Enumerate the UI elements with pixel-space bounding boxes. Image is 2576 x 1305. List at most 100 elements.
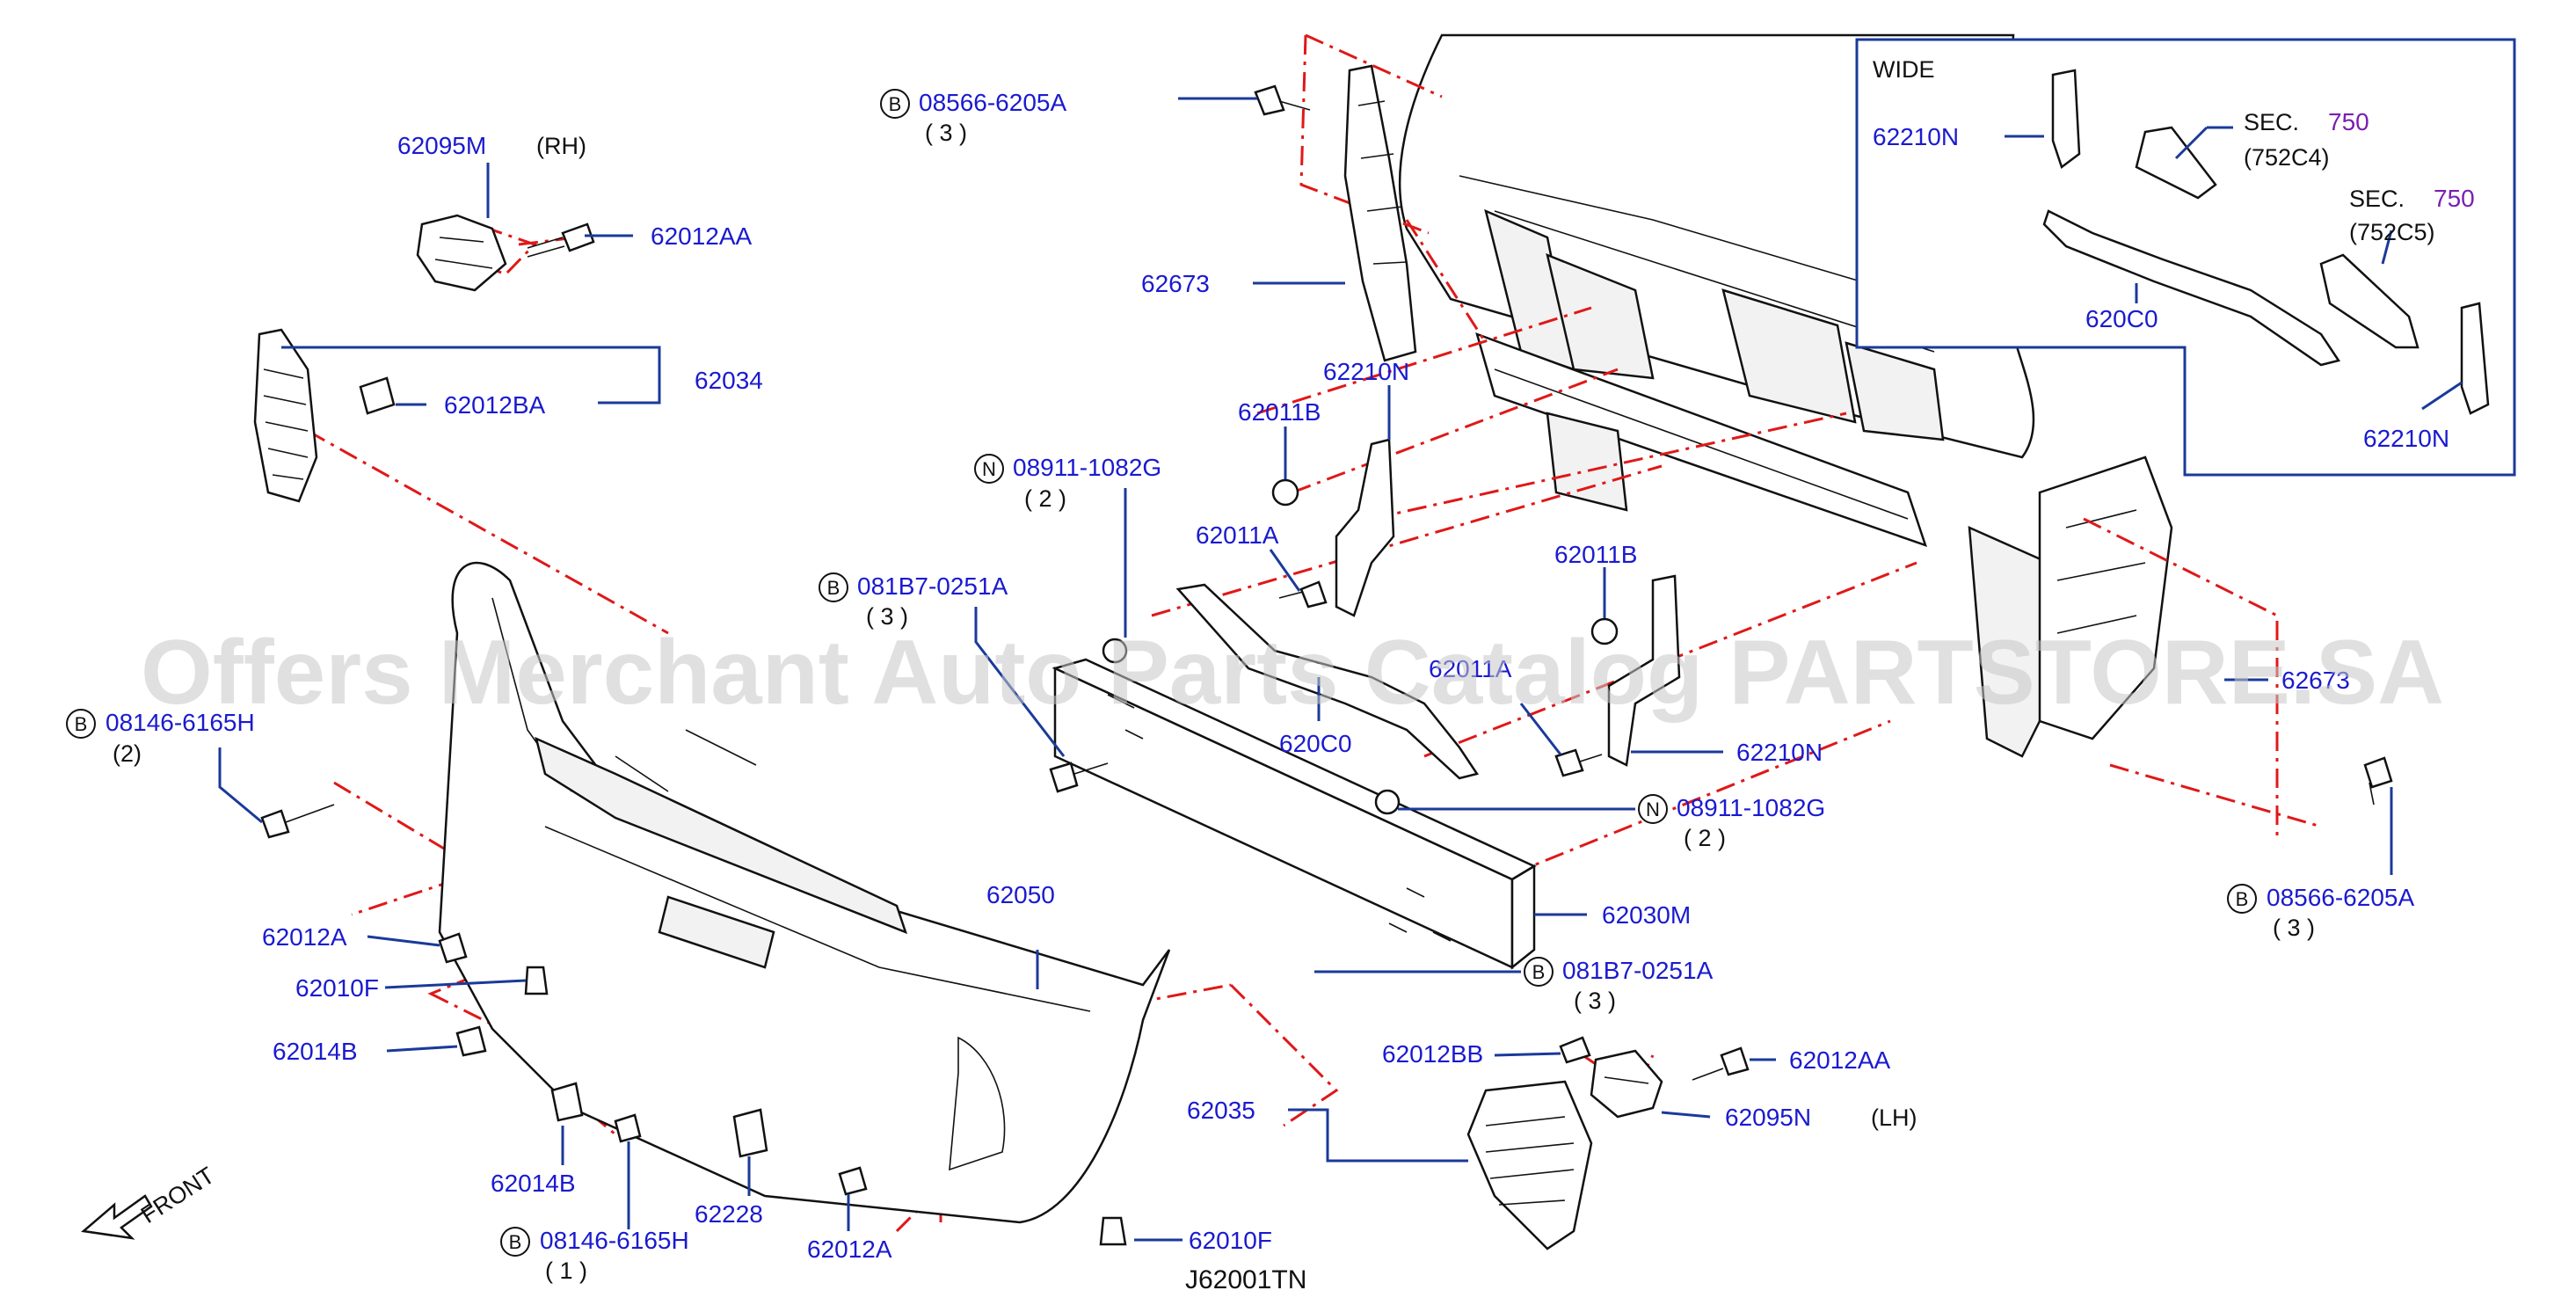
label-62010F-left: 62010F xyxy=(295,974,379,1002)
bolt-62011A-left xyxy=(1278,580,1328,609)
leader-lines xyxy=(218,97,2393,1242)
label-08146-top: 08146-6165H xyxy=(106,709,255,736)
nut-62011B-right xyxy=(1590,617,1619,645)
label-081B7-bot: 081B7-0251A xyxy=(1562,957,1714,984)
bracket-62210N-mid xyxy=(1335,438,1395,617)
callout-b-081B7-bot: B xyxy=(1532,961,1546,983)
label-62012A-bot: 62012A xyxy=(807,1236,892,1263)
inset-sec1-prefix: SEC. xyxy=(2244,109,2299,135)
label-62050: 62050 xyxy=(986,881,1055,908)
bolt-62011A-right xyxy=(1554,748,1603,777)
bolt-62012AA-bot xyxy=(1692,1046,1750,1081)
label-62012AA-bot: 62012AA xyxy=(1789,1046,1891,1074)
label-08566-top-qty: ( 3 ) xyxy=(925,120,967,146)
bolt-62012AA-top xyxy=(527,222,595,258)
part-labels: 62095M (RH) 62012AA 62034 62012BA 08566-… xyxy=(106,89,2414,1284)
label-62011A-left: 62011A xyxy=(1196,521,1279,549)
label-08566-top: 08566-6205A xyxy=(919,89,1066,116)
label-08911-top-qty: ( 2 ) xyxy=(1024,485,1066,512)
label-62010F-bot: 62010F xyxy=(1189,1227,1272,1254)
grille-62035 xyxy=(1466,1080,1593,1250)
label-081B7-top-qty: ( 3 ) xyxy=(866,603,908,630)
label-08911-bot-qty: ( 2 ) xyxy=(1684,825,1726,851)
callout-b-081B7-top: B xyxy=(827,577,840,599)
bracket-62210N-right xyxy=(1607,574,1681,767)
label-081B7-top: 081B7-0251A xyxy=(857,572,1008,600)
label-62011B-right: 62011B xyxy=(1554,541,1637,568)
bracket-62095N xyxy=(1590,1049,1663,1119)
clip-62010F-bot xyxy=(1099,1216,1127,1246)
label-081B7-bot-qty: ( 3 ) xyxy=(1574,988,1616,1014)
bumper-fascia-62050 xyxy=(438,561,1171,1224)
bolt-62012A-bot xyxy=(838,1166,868,1196)
inset-part-b: 620C0 xyxy=(2085,305,2158,332)
bracket-620C0 xyxy=(1175,583,1480,780)
label-62034: 62034 xyxy=(695,367,763,394)
label-620C0-mid: 620C0 xyxy=(1279,730,1352,757)
nut-08911-top xyxy=(1102,638,1128,664)
front-arrow-icon xyxy=(81,1194,153,1240)
label-62011A-right: 62011A xyxy=(1429,655,1512,682)
bolt-62012A-left xyxy=(438,932,468,964)
bolt-08566-bot xyxy=(2363,756,2393,806)
label-62673: 62673 xyxy=(1141,270,1210,297)
label-62095M: 62095M xyxy=(397,132,486,159)
diagram-code: J62001TN xyxy=(1185,1265,1306,1294)
part-62034 xyxy=(253,328,318,503)
clip-62010F-left xyxy=(524,966,549,995)
callout-b-08566-bot: B xyxy=(2236,888,2249,910)
bolt-08146-bot xyxy=(614,1113,642,1143)
nut-08911-bot xyxy=(1374,789,1401,815)
inset-sec2-num: 750 xyxy=(2434,185,2475,212)
inset-part-c: 62210N xyxy=(2363,425,2449,452)
bolt-08566-top xyxy=(1254,84,1311,116)
inset-sec2-code: (752C5) xyxy=(2349,219,2435,245)
inset-title: WIDE xyxy=(1873,56,1935,83)
label-62012BA: 62012BA xyxy=(444,391,546,419)
label-08566-bot: 08566-6205A xyxy=(2267,884,2414,911)
part-62095M xyxy=(416,214,507,292)
inset-sec1-num: 750 xyxy=(2328,108,2369,135)
label-62228: 62228 xyxy=(695,1200,763,1228)
label-08146-bot-qty: ( 1 ) xyxy=(545,1258,587,1284)
front-direction: FRONT xyxy=(81,1162,219,1240)
label-08566-bot-qty: ( 3 ) xyxy=(2273,915,2315,941)
label-62012A-left: 62012A xyxy=(262,923,347,951)
clip-62012BA xyxy=(359,376,396,415)
front-label: FRONT xyxy=(136,1162,219,1228)
label-62012AA-top: 62012AA xyxy=(651,222,753,250)
callout-n-08911-bot: N xyxy=(1646,798,1660,820)
reinforcement-62030M xyxy=(1052,658,1537,970)
label-62014B-top: 62014B xyxy=(273,1038,358,1065)
bolt-08146-top xyxy=(260,804,335,839)
nut-62011B-left xyxy=(1271,478,1299,507)
inset-part-a: 62210N xyxy=(1873,123,1959,150)
callout-markers: B N B B N B B B xyxy=(66,89,2257,1257)
label-08911-top: 08911-1082G xyxy=(1013,454,1161,481)
label-62035: 62035 xyxy=(1187,1097,1255,1124)
wide-inset: WIDE 62210N SEC. 750 (752C4) SEC. 750 (7… xyxy=(1855,38,2516,477)
label-62673-right: 62673 xyxy=(2281,667,2350,694)
label-62012BB: 62012BB xyxy=(1382,1040,1483,1068)
label-62011B-left: 62011B xyxy=(1238,398,1321,426)
inset-sec1-code: (752C4) xyxy=(2244,144,2330,171)
label-62210N-mid: 62210N xyxy=(1323,358,1409,385)
cap-62228 xyxy=(732,1108,768,1158)
callout-b-08566-top: B xyxy=(889,93,902,115)
label-62210N-right: 62210N xyxy=(1736,739,1823,766)
clip-62014B-top xyxy=(455,1025,487,1057)
watermark: Offers Merchant Auto Parts Catalog PARTS… xyxy=(141,622,2444,724)
label-62095N: 62095N xyxy=(1725,1104,1811,1131)
label-lh: (LH) xyxy=(1871,1105,1917,1131)
label-08146-top-qty: (2) xyxy=(113,740,142,767)
clip-62014B-bot xyxy=(550,1082,584,1122)
bracket-62673-left xyxy=(1343,64,1417,362)
callout-b-08146-bot: B xyxy=(509,1231,522,1253)
callout-n-08911-top: N xyxy=(982,458,996,480)
label-08911-bot: 08911-1082G xyxy=(1677,794,1825,821)
clip-62012BB xyxy=(1559,1036,1591,1064)
label-rh: (RH) xyxy=(536,133,586,159)
label-62014B-bot: 62014B xyxy=(491,1170,576,1197)
label-62030M: 62030M xyxy=(1602,901,1691,929)
